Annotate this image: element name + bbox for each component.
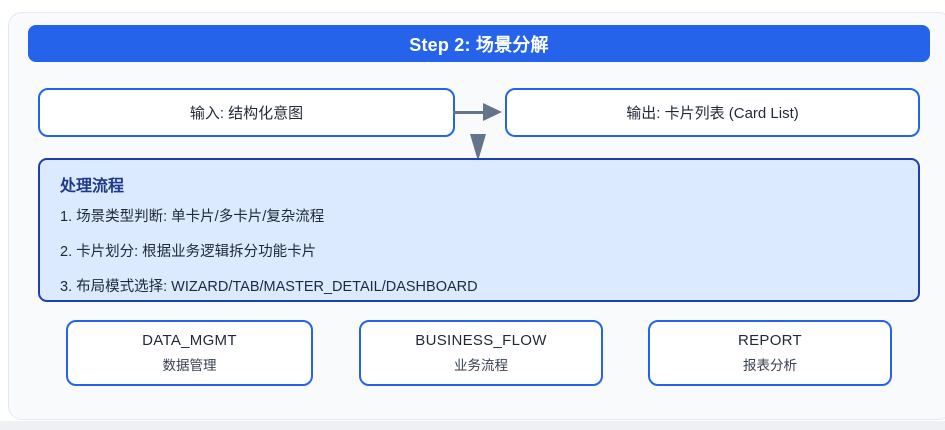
down-arrow-icon [470,134,486,161]
scenario-node-data-mgmt: DATA_MGMT 数据管理 [66,320,313,386]
process-step-1: 1. 场景类型判断: 单卡片/多卡片/复杂流程 [60,209,325,225]
scenario-node-report: REPORT 报表分析 [648,320,892,386]
process-panel: 处理流程 1. 场景类型判断: 单卡片/多卡片/复杂流程 2. 卡片划分: 根据… [38,158,920,302]
input-node: 输入: 结构化意图 [38,88,455,137]
right-arrow-line [453,111,485,114]
scenario-code: BUSINESS_FLOW [415,332,547,349]
process-step-2: 2. 卡片划分: 根据业务逻辑拆分功能卡片 [60,244,317,261]
output-node-label: 输出: 卡片列表 (Card List) [626,105,799,122]
step-header: Step 2: 场景分解 [28,25,930,62]
scenario-label: 报表分析 [743,358,797,373]
scenario-node-business-flow: BUSINESS_FLOW 业务流程 [359,320,603,386]
scenario-code: REPORT [737,332,803,349]
scenario-label: 数据管理 [162,358,217,373]
output-node: 输出: 卡片列表 (Card List) [505,88,920,137]
right-arrow-icon [483,103,502,121]
step-title: Step 2: 场景分解 [409,34,549,55]
input-node-label: 输入: 结构化意图 [189,105,304,122]
scenario-label: 业务流程 [454,358,508,373]
footer-strip [0,421,945,430]
process-panel-title: 处理流程 [60,178,125,195]
process-step-3: 3. 布局模式选择: WIZARD/TAB/MASTER_DETAIL/DASH… [60,279,478,296]
scenario-code: DATA_MGMT [142,332,237,349]
